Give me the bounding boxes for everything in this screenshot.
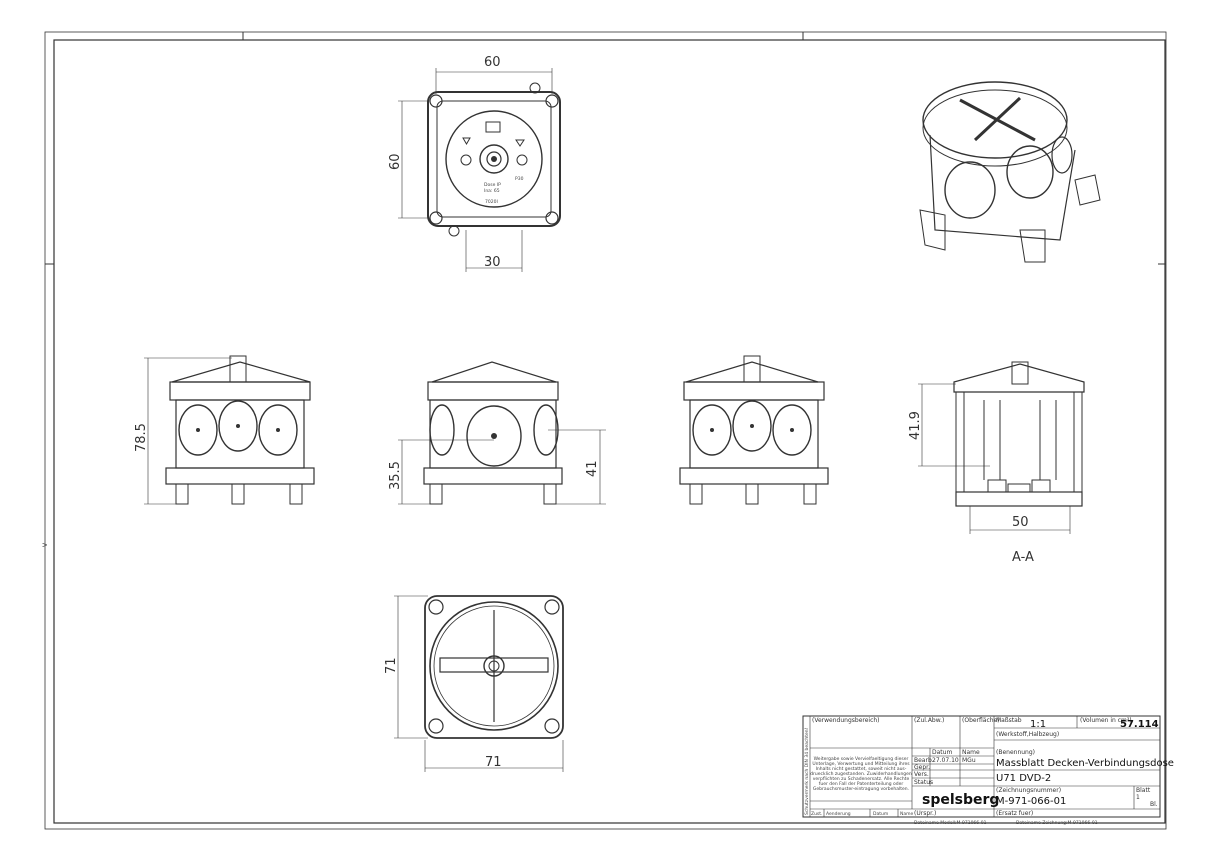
- scale-value: 1:1: [1030, 719, 1046, 730]
- replace-label: (Ersatz fuer): [996, 810, 1033, 817]
- dim-front-right: 41: [585, 460, 600, 477]
- revision-col-date: Datum: [873, 811, 888, 817]
- row-label: Gepr.: [914, 764, 930, 771]
- dim-bottom-width: 71: [485, 755, 502, 770]
- row-name: MGu: [962, 757, 976, 764]
- rating-mark: P30: [515, 176, 524, 182]
- dim-top-width: 60: [484, 55, 501, 70]
- designation-label: (Benennung): [996, 749, 1035, 756]
- dim-side-height: 78.5: [134, 423, 149, 452]
- row-date: 27.07.10: [932, 757, 959, 764]
- origin-label: (Urspr.): [914, 810, 936, 817]
- dim-top-height: 60: [388, 153, 403, 170]
- mark-text-2: Ina: 65: [484, 188, 500, 194]
- svg-text:Gebrauchsmuster-eintragung vor: Gebrauchsmuster-eintragung vorbehalten.: [813, 786, 909, 792]
- brand-logo: spelsberg: [922, 792, 999, 808]
- revision-col-state: Zust.: [811, 811, 822, 817]
- material-label: (Werkstoff,Halbzeug): [996, 731, 1059, 738]
- svg-text:fuer den Fall der Patenterteil: fuer den Fall der Patenterteilung oder: [819, 781, 904, 787]
- volume-label: (Volumen in cm³): [1080, 717, 1132, 724]
- svg-text:Weitergabe sowie Vervielfaelti: Weitergabe sowie Vervielfaeltigung diese…: [814, 756, 909, 762]
- svg-text:verpflichten zu Schadenersatz.: verpflichten zu Schadenersatz. Alle Rech…: [813, 776, 910, 782]
- section-label: A-A: [1012, 550, 1034, 565]
- drawing-no-label: (Zeichnungsnummer): [996, 787, 1061, 794]
- title-block: Schutzvermerk nach DIN 34 beachten! (Ver…: [802, 715, 1174, 826]
- dim-section-width: 50: [1012, 515, 1029, 530]
- row-label: Bearb.: [914, 757, 934, 764]
- outer-frame: [44, 31, 1167, 830]
- legal-text: Weitergabe sowie Vervielfaeltigung diese…: [810, 756, 912, 792]
- tolerance-label: (Zul.Abw.): [914, 717, 944, 724]
- side-view-left: 78.5: [134, 355, 315, 505]
- surface-label: (Oberfläche): [962, 717, 1000, 724]
- top-view: P30 Dose IP Ina: 65 7020I 60 60 30: [388, 55, 561, 272]
- section-view: 41.9 50 A-A: [908, 361, 1085, 565]
- protection-note: Schutzvermerk nach DIN 34 beachten!: [804, 727, 810, 815]
- volume-value: 57.114: [1120, 719, 1159, 730]
- front-view: 35.5 41: [388, 361, 606, 505]
- sheet-label: Blatt: [1136, 787, 1151, 794]
- dim-front-lower: 35.5: [388, 461, 403, 490]
- name-column-header: Name: [962, 749, 980, 756]
- svg-text:Unterlage, Verwertung und Mitt: Unterlage, Verwertung und Mitteilung ihr…: [812, 761, 910, 767]
- svg-text:V: V: [42, 542, 49, 547]
- usage-area-label: (Verwendungsbereich): [812, 717, 880, 724]
- sheets-label: Bl.: [1150, 801, 1158, 808]
- side-view-right: [679, 355, 829, 505]
- date-column-header: Datum: [932, 749, 952, 756]
- drawing-number: M-971-066-01: [996, 796, 1066, 807]
- row-label: Status: [914, 779, 933, 786]
- inner-frame: [53, 39, 1166, 824]
- model-mark: 7020I: [485, 199, 498, 205]
- revision-col-name: Name: [900, 811, 914, 817]
- bottom-view: 71 71: [384, 595, 564, 772]
- model-file-name: Dateiname Modell:M-971066-01: [914, 820, 987, 826]
- svg-text:Inhalts nicht gestattet, sowei: Inhalts nicht gestattet, soweit nicht au…: [816, 766, 907, 772]
- title-line-1: Massblatt Decken-Verbindungsdose: [996, 758, 1174, 769]
- dim-top-offset: 30: [484, 255, 501, 270]
- svg-text:druecklich zugestanden. Zuwide: druecklich zugestanden. Zuwiderhandlunge…: [810, 771, 912, 777]
- scale-label: Maßstab: [996, 717, 1022, 724]
- isometric-view: [919, 81, 1101, 263]
- title-line-2: U71 DVD-2: [996, 773, 1051, 784]
- mark-text-1: Dose IP: [484, 182, 501, 188]
- dim-bottom-height: 71: [384, 657, 399, 674]
- revision-col-change: Aenderung: [826, 811, 851, 817]
- dim-section-height: 41.9: [908, 411, 923, 440]
- drawing-file-name: Dateiname Zeichnung:M-971066-01: [1016, 820, 1098, 826]
- row-label: Vers.: [914, 771, 929, 778]
- sheet-value: 1: [1136, 794, 1140, 801]
